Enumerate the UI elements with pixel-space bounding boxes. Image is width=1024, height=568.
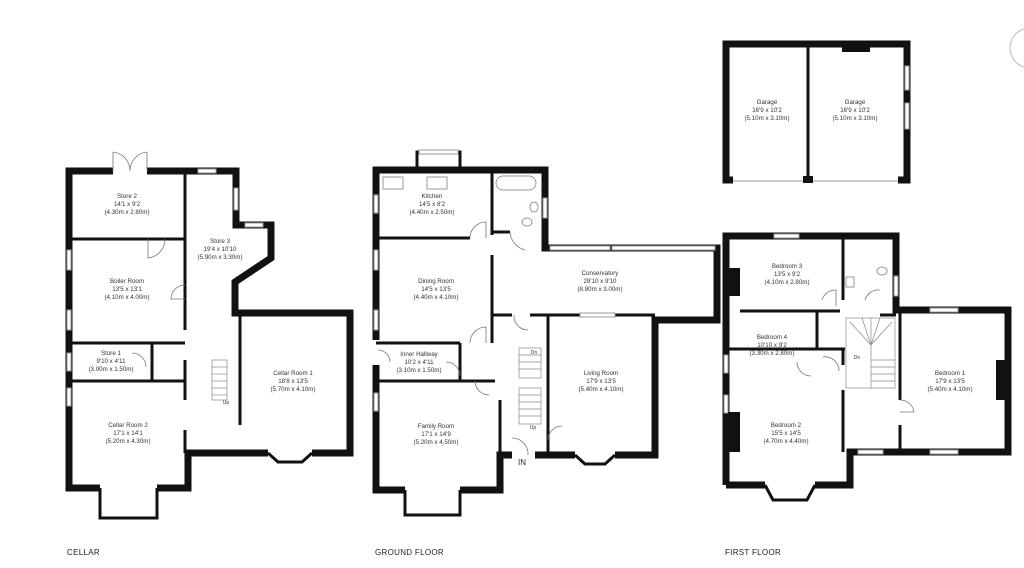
toilet-icon xyxy=(521,217,533,227)
ground-stairs xyxy=(518,347,542,425)
sink-icon xyxy=(426,176,448,190)
stairs-down-label: Dn xyxy=(531,350,538,356)
hob-icon xyxy=(382,176,404,190)
floor-label-ground: GROUND FLOOR xyxy=(375,548,444,557)
stairs-label: Up xyxy=(223,400,230,406)
entrance-label: IN xyxy=(518,458,526,467)
floor-label-cellar: CELLAR xyxy=(67,548,100,557)
stairs-up-label: Up xyxy=(530,425,537,431)
stairs-down-label: Dn xyxy=(854,355,861,361)
cellar-stairs xyxy=(211,359,228,401)
floor-label-first: FIRST FLOOR xyxy=(725,548,781,557)
cellar-outer-wall xyxy=(147,167,354,457)
basin-icon xyxy=(529,201,539,213)
bath-icon xyxy=(495,175,537,191)
toilet-icon xyxy=(876,266,888,276)
compass-icon xyxy=(1009,28,1024,68)
basin-icon xyxy=(845,276,855,288)
first-floor-stairs xyxy=(845,317,896,389)
